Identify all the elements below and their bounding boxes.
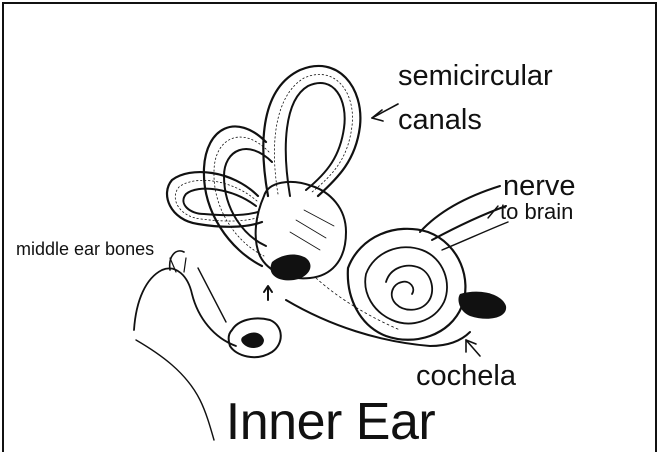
label-nerve: nerve: [503, 172, 576, 201]
vestibule: [256, 182, 346, 280]
diagram-title: Inner Ear: [0, 396, 661, 448]
label-to-brain: to brain: [500, 201, 573, 223]
label-cochela: cochela: [416, 362, 516, 391]
nerve-bundle: [420, 186, 508, 250]
superior-canal: [263, 66, 360, 196]
label-middle-ear-bones: middle ear bones: [16, 240, 154, 258]
label-canals: canals: [398, 106, 482, 135]
label-pointers: [170, 104, 498, 356]
label-semicircular: semicircular: [398, 62, 553, 91]
cochlea: [286, 229, 506, 346]
